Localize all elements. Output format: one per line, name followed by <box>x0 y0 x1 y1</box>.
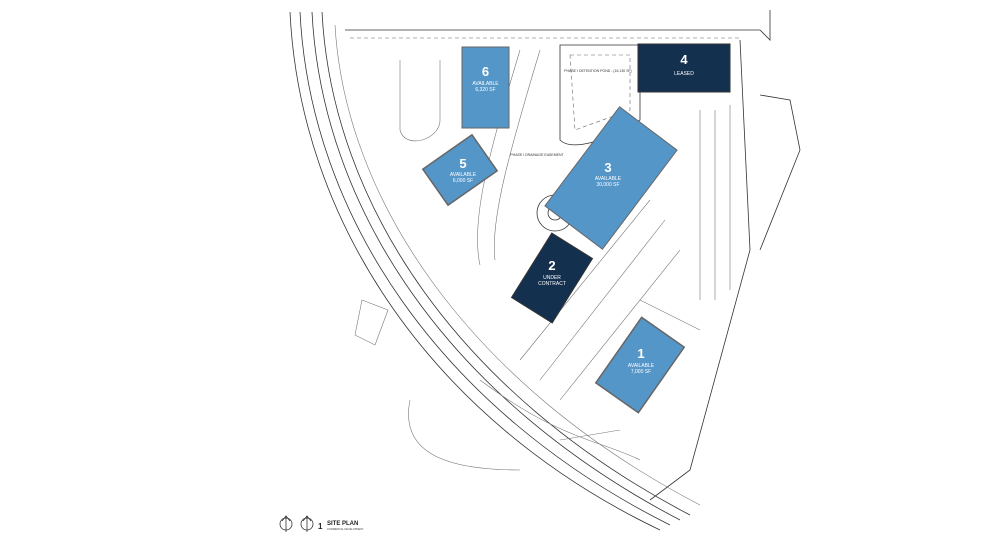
building-1-number: 1 <box>637 346 644 361</box>
building-5[interactable]: 5 AVAILABLE 6,000 SF <box>421 133 499 207</box>
building-2-area: CONTRACT <box>538 281 566 287</box>
building-3-number: 3 <box>604 160 611 175</box>
building-2-number: 2 <box>548 258 555 273</box>
sheet-title: SITE PLAN <box>327 521 358 527</box>
building-2[interactable]: 2 UNDER CONTRACT <box>510 232 594 324</box>
building-3[interactable]: 3 AVAILABLE 30,000 SF <box>544 106 678 250</box>
building-4-number: 4 <box>680 52 688 67</box>
drainage-easement-label: PHASE I DRAINAGE EASEMENT <box>510 153 564 157</box>
building-3-area: 30,000 SF <box>596 182 619 188</box>
sheet-subtitle: COMMERCIAL DEVELOPMENT <box>327 528 364 531</box>
title-block: 1 SITE PLAN COMMERCIAL DEVELOPMENT <box>279 515 364 532</box>
building-1[interactable]: 1 AVAILABLE 7,000 SF <box>594 316 686 414</box>
building-6-status: AVAILABLE <box>472 81 499 87</box>
building-6-area: 6,320 SF <box>475 87 495 93</box>
building-3-status: AVAILABLE <box>595 176 622 182</box>
building-5-area: 6,000 SF <box>453 178 473 184</box>
building-1-area: 7,000 SF <box>631 369 651 375</box>
building-4-status: LEASED <box>674 71 694 77</box>
sheet-number: 1 <box>318 522 323 531</box>
true-north-icon <box>300 515 314 532</box>
building-5-status: AVAILABLE <box>450 172 477 178</box>
building-1-status: AVAILABLE <box>628 363 655 369</box>
building-4[interactable]: 4 LEASED <box>637 43 731 93</box>
building-2-status: UNDER <box>543 275 561 281</box>
detention-pond-label: PHASE I DETENTION POND - (16,130 SF) <box>564 69 632 73</box>
plan-north-icon <box>279 515 293 532</box>
building-5-number: 5 <box>459 156 466 171</box>
building-6[interactable]: 6 AVAILABLE 6,320 SF <box>461 46 510 129</box>
building-6-number: 6 <box>482 64 489 79</box>
